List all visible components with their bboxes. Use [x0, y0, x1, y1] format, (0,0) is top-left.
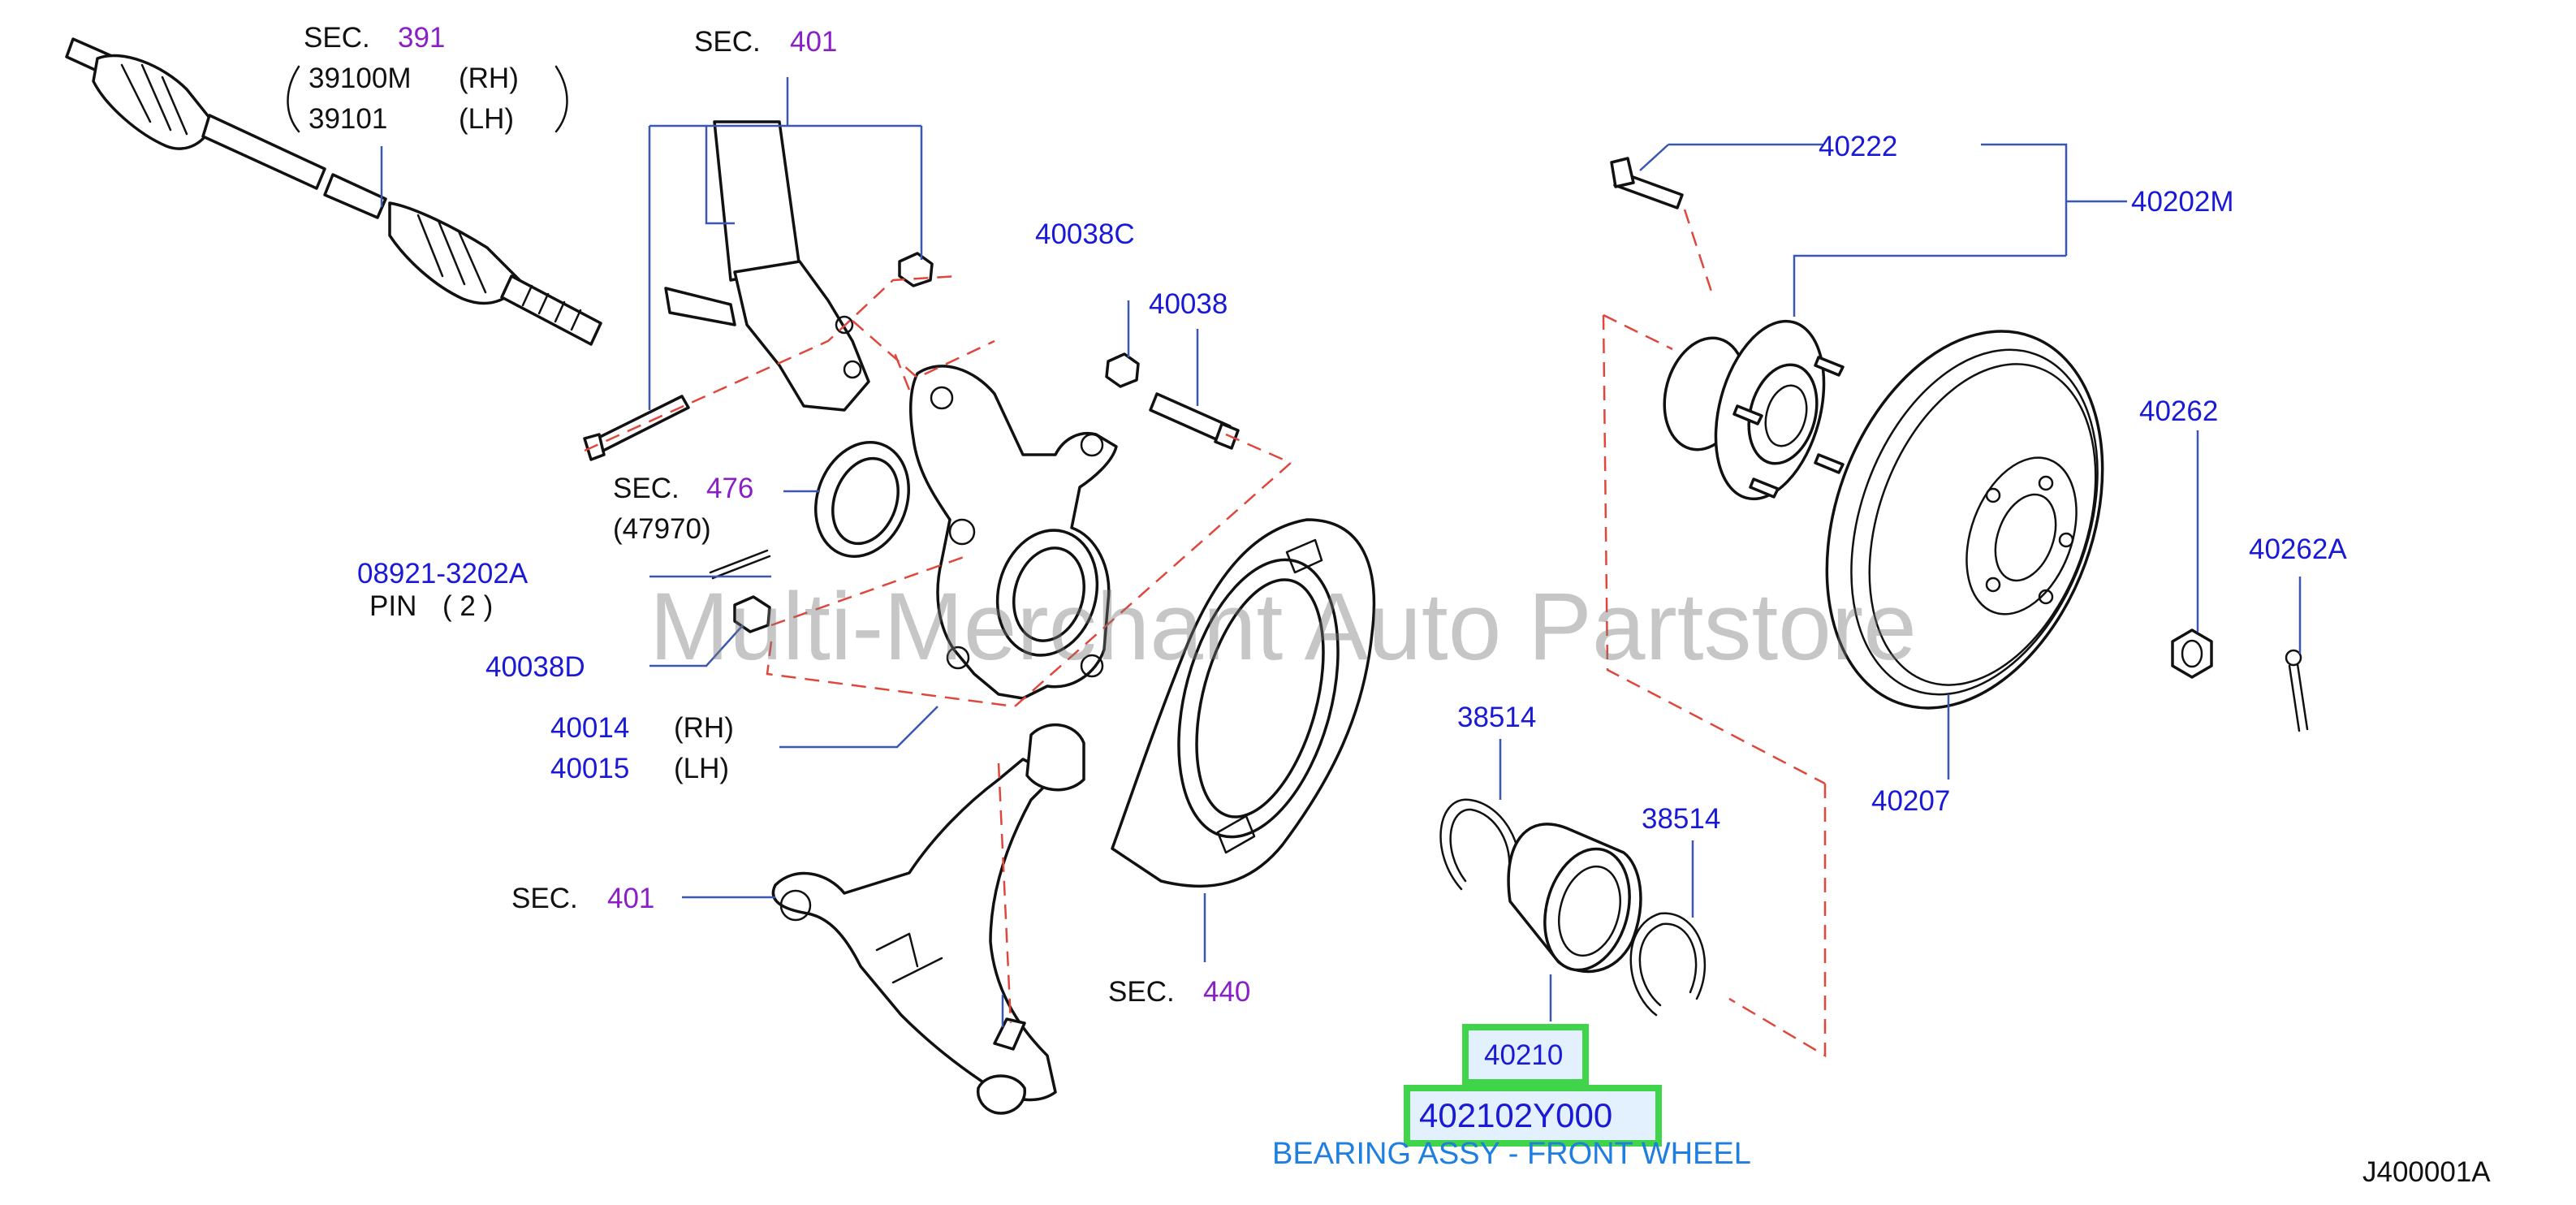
diagram-code: J400001A	[2362, 1156, 2491, 1188]
strut-assembly	[664, 120, 870, 412]
part-40262[interactable]: 40262	[2139, 395, 2218, 427]
sec440-number[interactable]: 440	[1203, 976, 1250, 1008]
sec391-number[interactable]: 391	[398, 22, 445, 54]
paren-right	[554, 65, 568, 133]
alignment-dashed-lines	[584, 209, 1827, 1058]
part-40038D[interactable]: 40038D	[485, 651, 585, 683]
pin-qty: ( 2 )	[442, 590, 493, 622]
side-lh-40015: (LH)	[674, 753, 729, 784]
leader-lines	[380, 77, 2302, 1027]
sec391-prefix: SEC.	[304, 22, 370, 54]
drive-shaft	[65, 37, 602, 346]
highlight-box-40210	[1462, 1024, 1589, 1086]
brake-rotor	[1825, 330, 2104, 710]
cotter-pin-40262A	[2285, 649, 2309, 732]
part-40222[interactable]: 40222	[1819, 131, 1897, 162]
part-40038C[interactable]: 40038C	[1035, 218, 1135, 250]
highlight-box-402102Y000	[1404, 1085, 1662, 1147]
sec440-prefix: SEC.	[1108, 976, 1175, 1008]
paren-left	[287, 65, 300, 133]
pin-label: PIN	[369, 590, 416, 622]
wheel-bearing	[1507, 823, 1642, 974]
side-lh-39101: (LH)	[459, 103, 514, 135]
lower-control-arm	[771, 723, 1085, 1115]
abs-sensor-ring	[814, 441, 910, 558]
snap-ring-38514-b	[1629, 912, 1706, 1017]
sec401-top-number[interactable]: 401	[790, 26, 837, 58]
sec476-prefix: SEC.	[613, 473, 680, 504]
part-08921-3202A[interactable]: 08921-3202A	[357, 558, 529, 590]
part-402102Y000[interactable]: 402102Y000	[1419, 1096, 1612, 1134]
part-38514-b[interactable]: 38514	[1642, 803, 1720, 835]
side-rh-40014: (RH)	[674, 712, 734, 744]
hub-nut-40262	[2171, 628, 2213, 679]
nut-40038D	[733, 595, 771, 633]
sec476-number[interactable]: 476	[706, 473, 753, 504]
part-40014[interactable]: 40014	[550, 712, 629, 744]
stud-40038	[1149, 392, 1240, 450]
side-rh-39100M: (RH)	[459, 63, 519, 94]
bearing-description: BEARING ASSY - FRONT WHEEL	[1272, 1137, 1751, 1171]
strut-nut	[898, 252, 934, 287]
hub-bolt-40222	[1610, 157, 1684, 209]
wheel-hub	[1663, 319, 1845, 501]
part-40262A[interactable]: 40262A	[2249, 533, 2347, 565]
part-40015[interactable]: 40015	[550, 753, 629, 784]
watermark: Multi-Merchant Auto Partstore	[649, 573, 1917, 680]
part-39100M[interactable]: 39100M	[309, 63, 411, 94]
part-38514-a[interactable]: 38514	[1457, 702, 1536, 733]
sec401-top-prefix: SEC.	[694, 26, 761, 58]
part-40202M[interactable]: 40202M	[2131, 186, 2233, 218]
steering-knuckle	[908, 365, 1118, 700]
sec476-sub: (47970)	[613, 513, 711, 545]
sec401-bottom-number[interactable]: 401	[607, 883, 654, 914]
cotter-pin	[709, 549, 771, 580]
part-40210[interactable]: 40210	[1484, 1039, 1563, 1071]
part-40038[interactable]: 40038	[1149, 288, 1228, 320]
part-39101[interactable]: 39101	[309, 103, 387, 135]
part-40207[interactable]: 40207	[1871, 785, 1950, 817]
nut-40038C	[1105, 352, 1140, 388]
splash-shield	[1111, 518, 1376, 888]
sec401-bottom-prefix: SEC.	[511, 883, 578, 914]
